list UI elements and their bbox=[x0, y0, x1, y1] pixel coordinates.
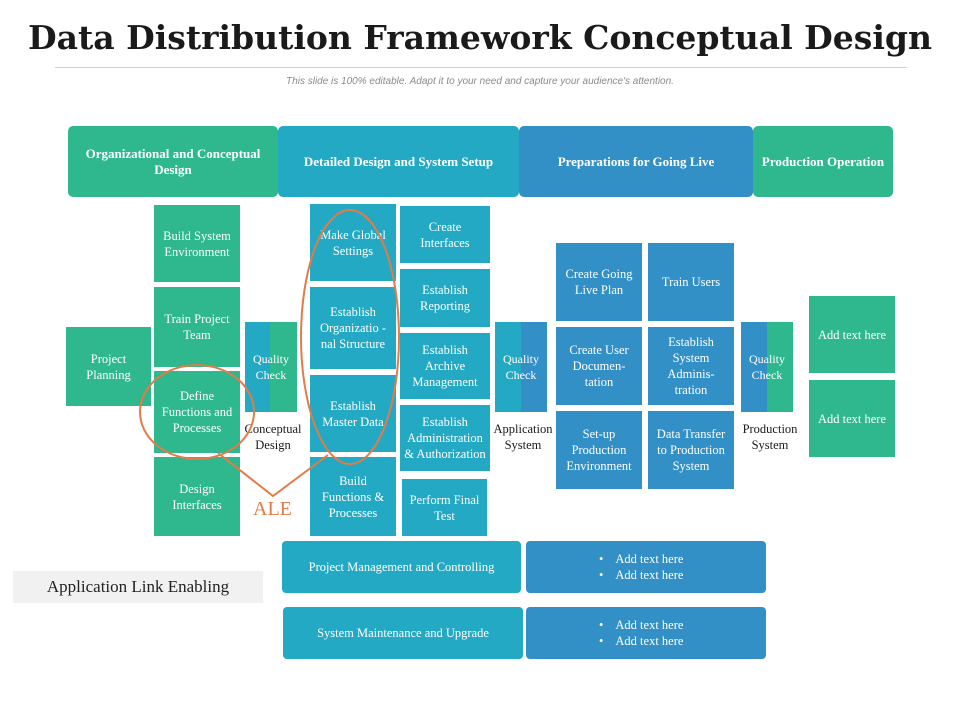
step-establish-archive-management: Establish Archive Management bbox=[400, 333, 490, 399]
step-create-user-documentation: Create User Documen- tation bbox=[556, 327, 642, 405]
step-establish-administration-authorization: Establish Administration & Authorization bbox=[400, 405, 490, 471]
step-establish-system-administration: Establish System Adminis- tration bbox=[648, 327, 734, 405]
step-establish-organizational-structure: Establish Organizatio -nal Structure bbox=[310, 287, 396, 369]
bottom-row-1-label: Project Management and Controlling bbox=[282, 541, 521, 593]
step-setup-production-environment: Set-up Production Environment bbox=[556, 411, 642, 489]
quality-check-1-caption: Conceptual Design bbox=[244, 422, 302, 452]
bottom-row-2-bullet-2: Add text here bbox=[600, 633, 766, 649]
bottom-row-1-bullet-2: Add text here bbox=[600, 567, 766, 583]
bottom-row-2-label: System Maintenance and Upgrade bbox=[283, 607, 523, 659]
bottom-row-2-bullet-1: Add text here bbox=[600, 617, 766, 633]
quality-check-2-stripe-blue bbox=[521, 322, 547, 412]
step-perform-final-test: Perform Final Test bbox=[402, 479, 487, 536]
quality-check-3-stripe-blue bbox=[741, 322, 767, 412]
step-train-users: Train Users bbox=[648, 243, 734, 321]
quality-check-2-caption: Application System bbox=[493, 422, 553, 452]
step-define-functions-processes: Define Functions and Processes bbox=[154, 371, 240, 453]
title-underline bbox=[55, 67, 907, 68]
step-establish-master-data: Establish Master Data bbox=[310, 375, 396, 452]
header-detailed-design-system-setup: Detailed Design and System Setup bbox=[278, 126, 519, 197]
step-establish-reporting: Establish Reporting bbox=[400, 269, 490, 327]
step-create-going-live-plan: Create Going Live Plan bbox=[556, 243, 642, 321]
header-organizational-conceptual-design: Organizational and Conceptual Design bbox=[68, 126, 278, 197]
header-preparations-going-live: Preparations for Going Live bbox=[519, 126, 753, 197]
quality-check-3-label: Quality Check bbox=[749, 352, 785, 382]
step-design-interfaces: Design Interfaces bbox=[154, 457, 240, 536]
page-subtitle: This slide is 100% editable. Adapt it to… bbox=[286, 76, 674, 87]
step-make-global-settings: Make Global Settings bbox=[310, 204, 396, 281]
step-add-text-2: Add text here bbox=[809, 380, 895, 457]
quality-check-3-stripe-green bbox=[767, 322, 793, 412]
bottom-row-2-bullets: Add text here Add text here bbox=[526, 607, 766, 659]
quality-check-3-caption: Production System bbox=[742, 422, 798, 452]
step-add-text-1: Add text here bbox=[809, 296, 895, 373]
ale-full-name: Application Link Enabling bbox=[13, 571, 263, 603]
step-build-system-environment: Build System Environment bbox=[154, 205, 240, 282]
quality-check-1-label: Quality Check bbox=[253, 352, 289, 382]
step-create-interfaces: Create Interfaces bbox=[400, 206, 490, 263]
step-build-functions-processes: Build Functions & Processes bbox=[310, 457, 396, 536]
header-production-operation: Production Operation bbox=[753, 126, 893, 197]
step-data-transfer-production: Data Transfer to Production System bbox=[648, 411, 734, 489]
ale-abbreviation: ALE bbox=[253, 498, 292, 520]
quality-check-2-label: Quality Check bbox=[503, 352, 539, 382]
page-title: Data Distribution Framework Conceptual D… bbox=[28, 18, 932, 57]
quality-check-2-stripe-teal bbox=[495, 322, 521, 412]
step-train-project-team: Train Project Team bbox=[154, 287, 240, 367]
bottom-row-1-bullets: Add text here Add text here bbox=[526, 541, 766, 593]
step-project-planning: Project Planning bbox=[66, 327, 151, 406]
bottom-row-1-bullet-1: Add text here bbox=[600, 551, 766, 567]
quality-check-1-stripe-green bbox=[270, 322, 297, 412]
